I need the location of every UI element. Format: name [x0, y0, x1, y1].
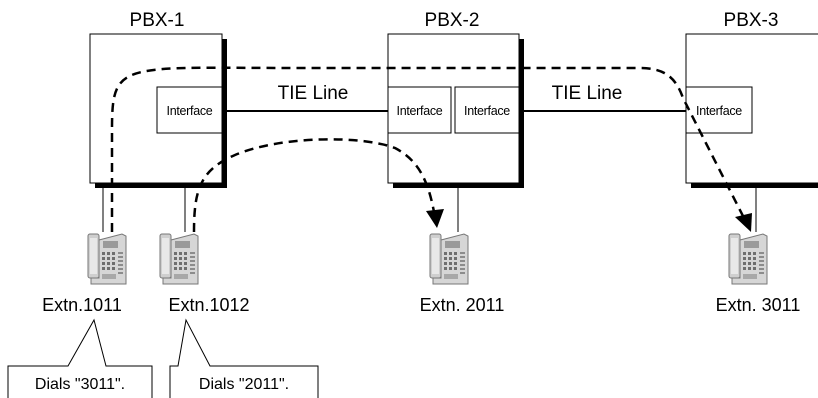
- callout-1012: [169, 318, 319, 398]
- extension-label-1012: Extn.1012: [168, 295, 249, 315]
- pbx-1-title: PBX-1: [130, 10, 185, 31]
- arrowhead-icon: [426, 209, 444, 228]
- interface-box: [156, 86, 223, 134]
- interface-box: [685, 86, 753, 134]
- extension-label-2011: Extn. 2011: [420, 295, 505, 315]
- interface-label: Interface: [464, 104, 510, 118]
- pbx-3-title: PBX-3: [724, 10, 779, 31]
- callout-1011-text: Dials "3011".: [35, 376, 125, 393]
- interface-label: Interface: [696, 104, 742, 118]
- extension-label-1011: Extn.1011: [42, 295, 122, 315]
- tie-line-2-label: TIE Line: [552, 83, 623, 104]
- telephone-icon: [87, 233, 127, 285]
- interface-label: Interface: [167, 104, 213, 118]
- interface-box: [454, 86, 520, 134]
- callout-1012-text: Dials "2011".: [199, 376, 289, 393]
- pbx-2-title: PBX-2: [425, 10, 480, 31]
- telephone-icon: [728, 233, 768, 285]
- telephone-icon: [159, 233, 199, 285]
- arrowhead-icon: [735, 213, 752, 232]
- extension-label-3011: Extn. 3011: [716, 295, 801, 315]
- interface-box: [387, 86, 452, 134]
- call-path-1012-to-2011: [192, 138, 436, 233]
- telephone-icon: [429, 233, 469, 285]
- pbx-2-interface-right: Interface: [454, 86, 520, 134]
- tie-line-1-label: TIE Line: [278, 83, 349, 104]
- pbx-2-interface-left: Interface: [387, 86, 452, 134]
- interface-label: Interface: [397, 104, 443, 118]
- callout-1011: [7, 318, 153, 398]
- call-path-1011-to-3011: [110, 66, 746, 232]
- pbx-3-interface: Interface: [685, 86, 753, 134]
- pbx-1-interface: Interface: [156, 86, 223, 134]
